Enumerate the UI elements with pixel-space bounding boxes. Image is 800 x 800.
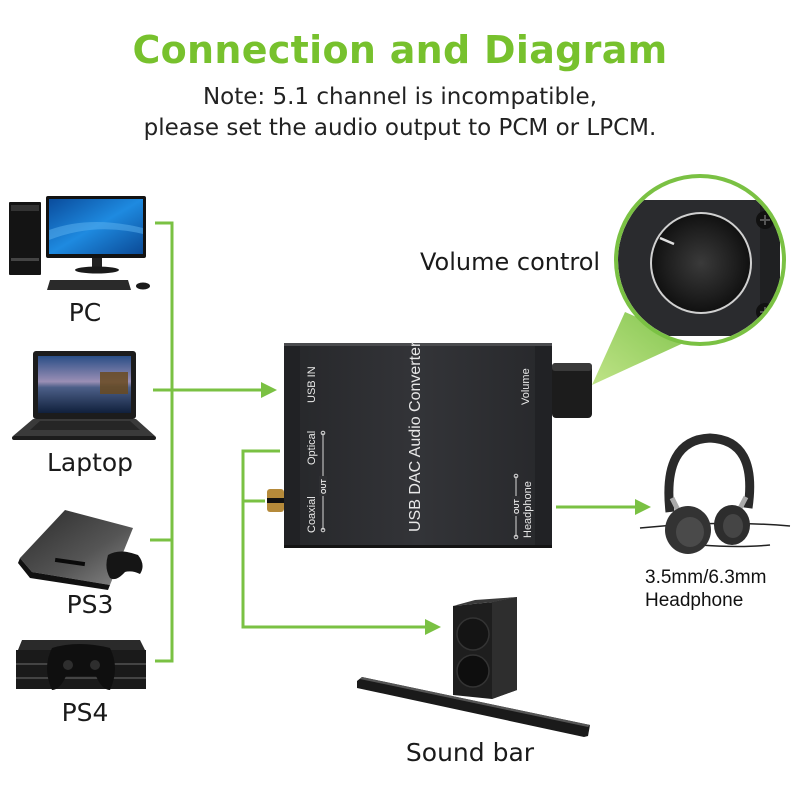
usb-dac-device: USB DAC Audio Converter USB IN Optical C…: [267, 341, 592, 548]
volume-control-label: Volume control: [420, 248, 601, 276]
soundbar-icon: [357, 597, 590, 737]
input-connector-lines: [150, 221, 262, 663]
source-label-ps4: PS4: [61, 698, 109, 727]
ps4-console-icon: [16, 640, 146, 690]
soundbar-label: Sound bar: [405, 738, 535, 767]
port-out-left-label: OUT: [321, 479, 328, 495]
headphone-size-label: 3.5mm/6.3mm: [645, 567, 767, 588]
laptop-icon: [12, 351, 156, 440]
headphone-label: Headphone: [645, 590, 744, 611]
port-optical-label: Optical: [306, 431, 318, 465]
note-line-1: Note: 5.1 channel is incompatible,: [202, 84, 598, 110]
soundbar-arrowhead: [425, 619, 441, 635]
port-usb-in-label: USB IN: [306, 366, 318, 403]
source-label-pc: PC: [68, 298, 102, 327]
desktop-pc-icon: [9, 196, 150, 290]
source-label-laptop: Laptop: [46, 448, 134, 477]
ps3-console-icon: [18, 510, 143, 590]
headphone-icon: [639, 433, 791, 554]
volume-knob-icon: [614, 174, 786, 346]
port-out-right-label: OUT: [514, 499, 521, 515]
device-name-label: USB DAC Audio Converter: [407, 341, 424, 532]
headphone-arrowhead: [635, 499, 651, 515]
note-line-2: please set the audio output to PCM or LP…: [143, 115, 657, 141]
port-headphone-label: Headphone: [522, 481, 534, 538]
port-coaxial-label: Coaxial: [306, 496, 318, 533]
page-title: Connection and Diagram: [132, 28, 668, 72]
optical-connector-line: [241, 449, 426, 629]
output-connector-lines: [241, 449, 636, 629]
pc-connector-line: [155, 221, 174, 663]
usb-in-arrowhead: [261, 382, 277, 398]
port-volume-label: Volume: [520, 368, 532, 405]
source-label-ps3: PS3: [66, 590, 114, 619]
